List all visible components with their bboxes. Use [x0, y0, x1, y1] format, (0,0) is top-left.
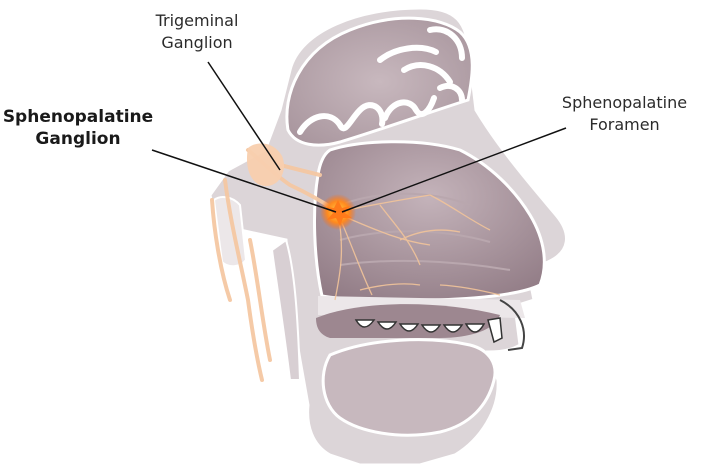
- label-sphenopalatine-ganglion: Sphenopalatine Ganglion: [2, 106, 154, 150]
- label-trigeminal-line1: Trigeminal: [142, 10, 252, 32]
- label-foramen-line2: Foramen: [552, 114, 697, 136]
- label-spg-line1: Sphenopalatine: [2, 106, 154, 128]
- label-trigeminal-ganglion: Trigeminal Ganglion: [142, 10, 252, 54]
- label-sphenopalatine-foramen: Sphenopalatine Foramen: [552, 92, 697, 136]
- label-spg-line2: Ganglion: [2, 128, 154, 150]
- leader-trigeminal: [208, 62, 280, 170]
- label-trigeminal-line2: Ganglion: [142, 32, 252, 54]
- label-foramen-line1: Sphenopalatine: [552, 92, 697, 114]
